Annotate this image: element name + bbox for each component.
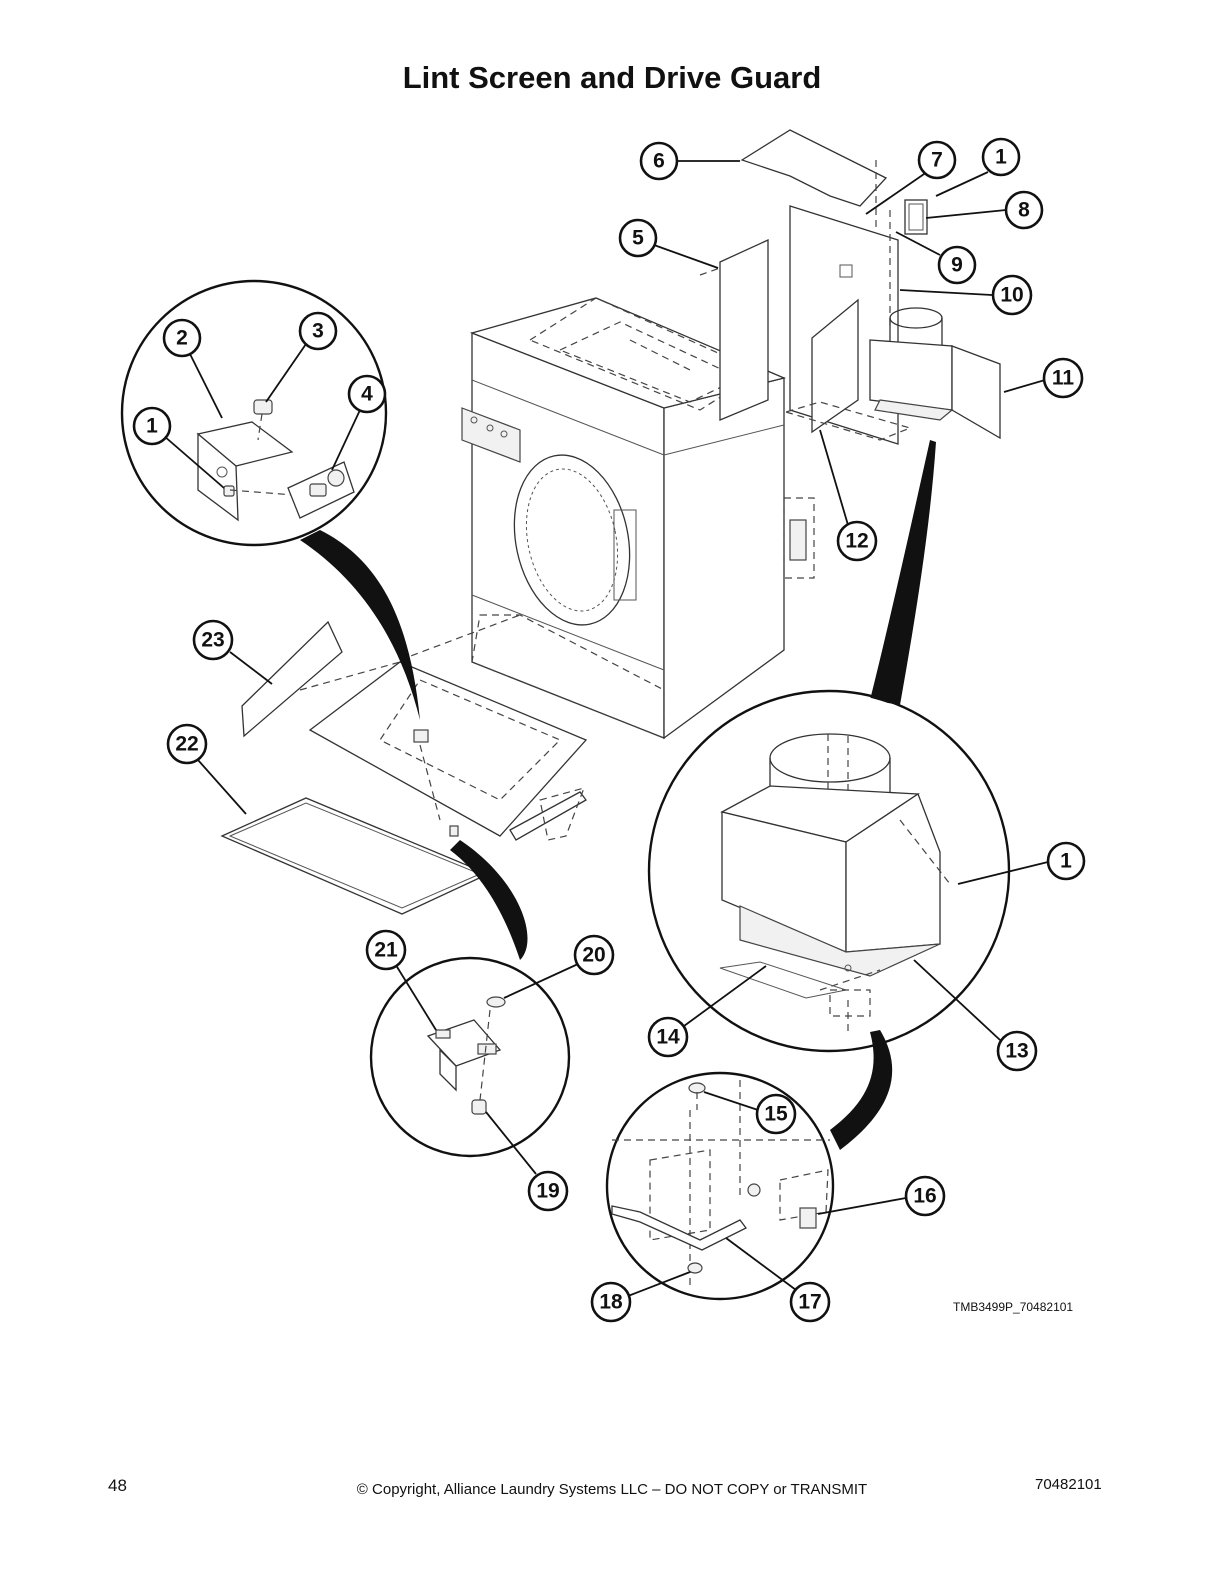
svg-text:11: 11 [1052,367,1075,390]
svg-text:7: 7 [931,149,943,172]
svg-text:21: 21 [374,939,398,962]
svg-text:2: 2 [176,327,188,350]
callout-2: 2 [162,318,202,358]
callout-1: 1 [1046,841,1086,881]
callout-1: 1 [132,406,172,446]
callout-16: 16 [904,1175,946,1217]
lint-compartment-base [308,661,588,841]
part-6-top-cover [740,129,888,230]
callout-9: 9 [937,245,977,285]
callout-10: 10 [991,274,1033,316]
svg-text:8: 8 [1018,199,1030,222]
part-11-duct-small [869,307,1001,440]
svg-text:16: 16 [913,1185,936,1208]
svg-text:12: 12 [845,530,868,553]
callout-13: 13 [996,1030,1038,1072]
callout-18: 18 [590,1281,632,1323]
callout-11: 11 [1042,357,1084,399]
svg-text:15: 15 [764,1103,788,1126]
svg-text:3: 3 [312,320,324,343]
svg-text:9: 9 [951,254,963,277]
dryer-cabinet [399,297,787,740]
callout-23: 23 [192,619,234,661]
callout-7: 7 [917,140,957,180]
callout-6: 6 [639,141,679,181]
svg-text:22: 22 [175,733,198,756]
callout-21: 21 [365,929,407,971]
svg-text:10: 10 [1000,284,1023,307]
document-number: 70482101 [1035,1476,1102,1493]
svg-text:17: 17 [798,1291,821,1314]
part-8-bracket [904,199,928,235]
svg-text:18: 18 [599,1291,623,1314]
callout-3: 3 [298,311,338,351]
callout-12: 12 [836,520,878,562]
page-title: Lint Screen and Drive Guard [402,60,822,95]
callout-15: 15 [755,1093,797,1135]
svg-text:5: 5 [632,227,644,250]
callout-22: 22 [166,723,208,765]
detail-circle-latch [369,840,571,1158]
callout-1: 1 [981,137,1021,177]
callout-17: 17 [789,1281,831,1323]
svg-text:6: 6 [653,150,665,173]
svg-text:1: 1 [1060,850,1072,873]
detail-circle-hinge [605,1030,893,1301]
svg-text:4: 4 [361,383,373,406]
svg-text:14: 14 [656,1026,680,1049]
callout-8: 8 [1004,190,1044,230]
leader-lines [163,160,1049,1297]
figure-code: TMB3499P_70482101 [953,1300,1074,1314]
svg-text:20: 20 [582,944,605,967]
svg-text:1: 1 [995,146,1007,169]
svg-text:1: 1 [146,415,158,438]
page-number: 48 [108,1476,127,1495]
callout-14: 14 [647,1016,689,1058]
part-23-panel [241,620,401,738]
callout-5: 5 [618,218,658,258]
copyright-notice: © Copyright, Alliance Laundry Systems LL… [356,1481,868,1498]
callout-4: 4 [347,374,387,414]
part-22-lint-screen [220,797,490,915]
callout-20: 20 [573,934,615,976]
svg-text:13: 13 [1005,1040,1028,1063]
svg-text:23: 23 [201,629,224,652]
rear-frame [783,401,912,579]
callout-19: 19 [527,1170,569,1212]
svg-text:19: 19 [536,1180,559,1203]
part-5-back-panel [699,238,769,421]
